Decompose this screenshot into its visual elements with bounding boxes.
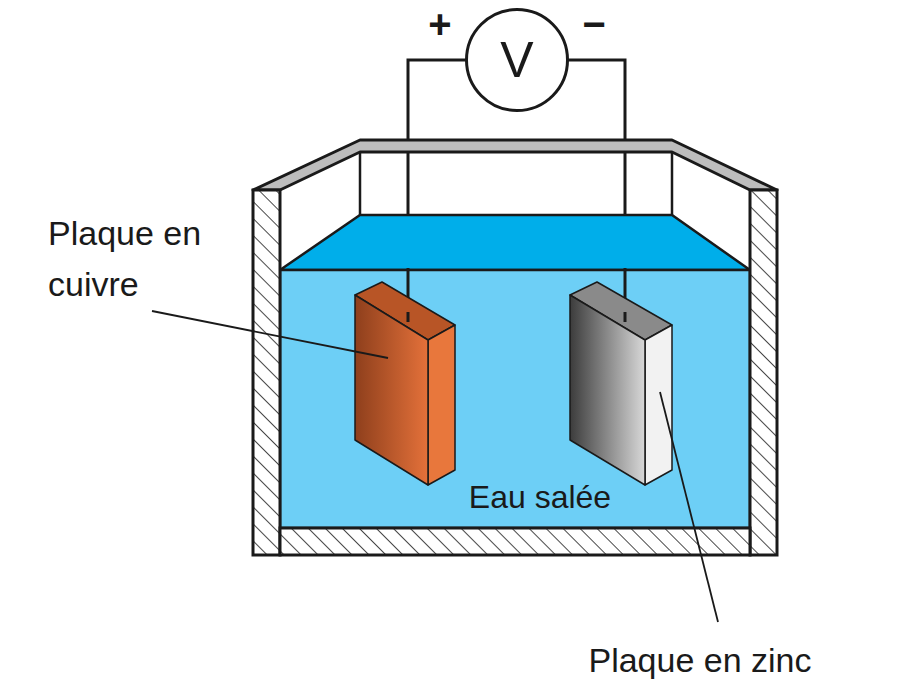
salt-water xyxy=(280,270,750,528)
voltmeter-circle: V xyxy=(465,8,569,112)
container-rim xyxy=(253,140,777,190)
part-label: Plaque en zinc xyxy=(588,635,811,686)
container-edge xyxy=(360,150,672,216)
zinc-plate xyxy=(570,282,672,485)
part-label: Plaque en cuivre xyxy=(48,208,263,310)
electrolyte-label: Eau salée xyxy=(469,473,611,521)
leader-line xyxy=(152,311,718,622)
polarity-sign: + xyxy=(428,0,451,54)
wire xyxy=(407,312,410,322)
container-wall xyxy=(253,190,777,555)
water-surface xyxy=(280,215,750,270)
copper-plate xyxy=(355,282,455,485)
node-text: V xyxy=(500,35,533,85)
polarity-sign: − xyxy=(582,0,605,54)
wire xyxy=(624,312,627,322)
